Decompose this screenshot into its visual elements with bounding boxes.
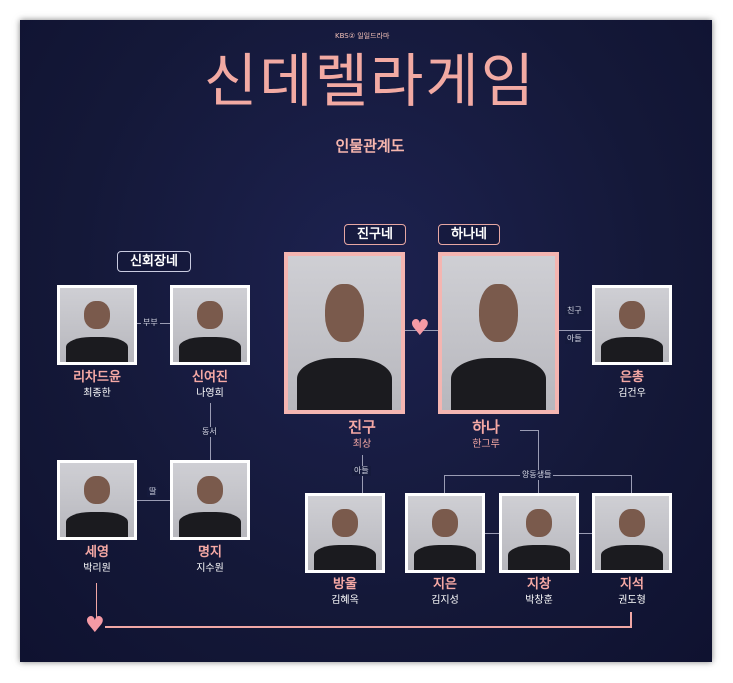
- relationship-chart: KBS② 일일드라마 신데렐라게임 인물관계도 ♥ ♥ 부부 동서 딸 아들 친…: [20, 20, 712, 662]
- character-name: 지석: [620, 577, 644, 592]
- character-name: 지은: [433, 577, 457, 592]
- relation-label: 양동생들: [520, 470, 554, 480]
- photo-yeojin: [170, 285, 250, 365]
- actor-name: 한그루: [472, 439, 500, 450]
- heart-icon: ♥: [85, 613, 105, 638]
- actor-name: 지수원: [196, 563, 224, 574]
- photo-richard: [57, 285, 137, 365]
- subtitle: 인물관계도: [335, 137, 405, 155]
- character-name: 리차드윤: [73, 370, 121, 385]
- character-name: 은총: [620, 370, 644, 385]
- line-sibling-drop: [444, 475, 445, 493]
- line-hana-right: [520, 430, 538, 431]
- group-label-shin: 신회장네: [117, 251, 191, 272]
- character-name: 세영: [85, 545, 109, 560]
- actor-name: 김혜옥: [331, 595, 359, 606]
- line-hana-down: [538, 430, 539, 493]
- relation-label: 아들: [352, 466, 371, 476]
- photo-jichang: [499, 493, 579, 573]
- actor-name: 나영희: [196, 388, 224, 399]
- photo-hana: [438, 252, 559, 414]
- relation-label: 딸: [147, 487, 159, 497]
- actor-name: 박리원: [83, 563, 111, 574]
- line-daughter: [136, 500, 170, 501]
- line-friend-son: [558, 330, 592, 331]
- line-love-bottom: [105, 626, 631, 628]
- actor-name: 김건우: [618, 388, 646, 399]
- photo-myungji: [170, 460, 250, 540]
- character-name: 하나: [472, 418, 500, 436]
- character-name: 지창: [527, 577, 551, 592]
- actor-name: 박창훈: [525, 595, 553, 606]
- photo-bangul: [305, 493, 385, 573]
- broadcaster-logo: KBS② 일일드라마: [335, 32, 390, 40]
- photo-eunchong: [592, 285, 672, 365]
- photo-seyoung: [57, 460, 137, 540]
- heart-icon: ♥: [410, 316, 430, 341]
- relation-label: 동서: [200, 427, 219, 437]
- line-love-up: [630, 612, 632, 628]
- actor-name: 김지성: [431, 595, 459, 606]
- actor-name: 최종한: [83, 388, 111, 399]
- character-name: 신여진: [192, 370, 228, 385]
- actor-name: 권도형: [618, 595, 646, 606]
- character-name: 명지: [198, 545, 222, 560]
- photo-jingu: [284, 252, 405, 414]
- group-label-hana: 하나네: [438, 224, 500, 245]
- relation-label: 부부: [141, 318, 160, 328]
- photo-jieun: [405, 493, 485, 573]
- line-sibling-drop: [631, 475, 632, 493]
- actor-name: 최상: [352, 439, 372, 450]
- character-name: 진구: [348, 418, 376, 436]
- relation-label: 아들: [565, 334, 584, 344]
- drama-title-logo: 신데렐라게임: [203, 47, 537, 115]
- relation-label: 친구: [565, 306, 584, 316]
- character-name: 방울: [333, 577, 357, 592]
- photo-jiseok: [592, 493, 672, 573]
- line-love-down: [96, 583, 97, 623]
- line-couple: [386, 330, 438, 331]
- group-label-jingu: 진구네: [344, 224, 406, 245]
